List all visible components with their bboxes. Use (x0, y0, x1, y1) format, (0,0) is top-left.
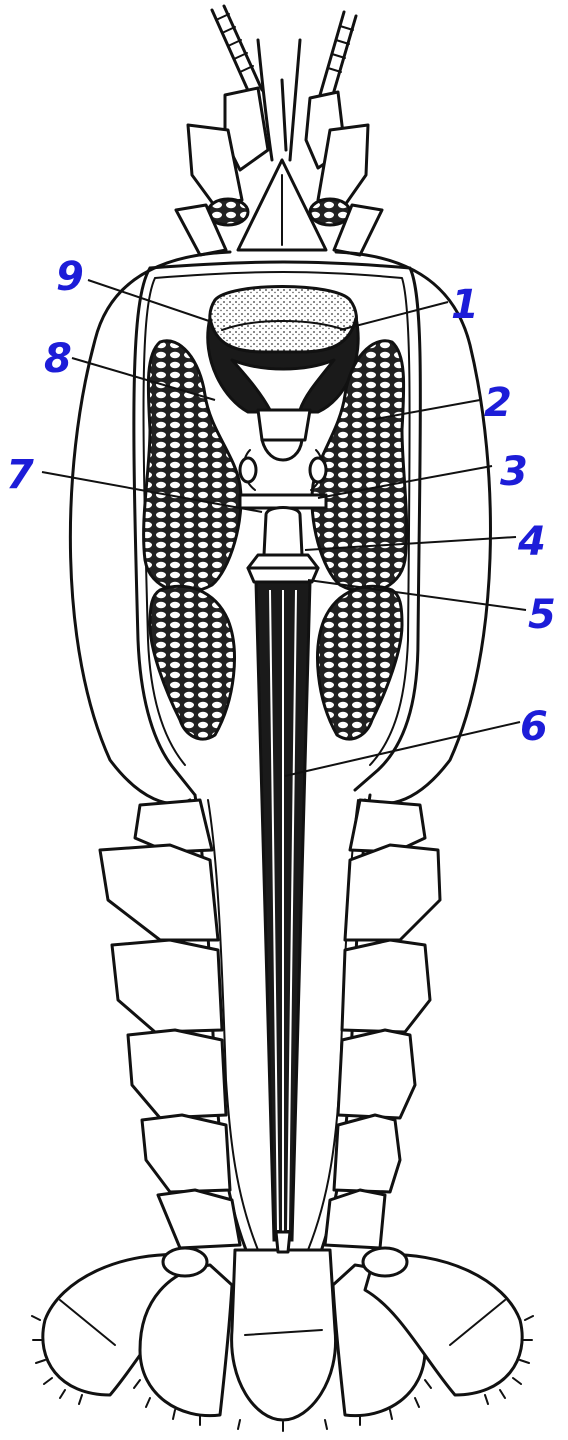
label-2: 2 (484, 380, 512, 426)
leader-9 (88, 280, 212, 322)
label-7: 7 (6, 452, 34, 498)
abdominal-plates-left (100, 800, 240, 1248)
digestive-gland-left (144, 341, 241, 739)
abdominal-plates-right (325, 800, 440, 1248)
label-3: 3 (500, 449, 528, 495)
label-1: 1 (451, 282, 479, 328)
tail-fan (32, 1248, 533, 1431)
label-4: 4 (517, 519, 546, 565)
antenna-right (320, 12, 356, 98)
intestine (248, 508, 318, 1253)
antenna-left (212, 6, 262, 95)
label-9: 9 (56, 254, 84, 300)
label-5: 5 (528, 592, 556, 638)
label-6: 6 (520, 704, 548, 750)
label-8: 8 (44, 336, 72, 382)
